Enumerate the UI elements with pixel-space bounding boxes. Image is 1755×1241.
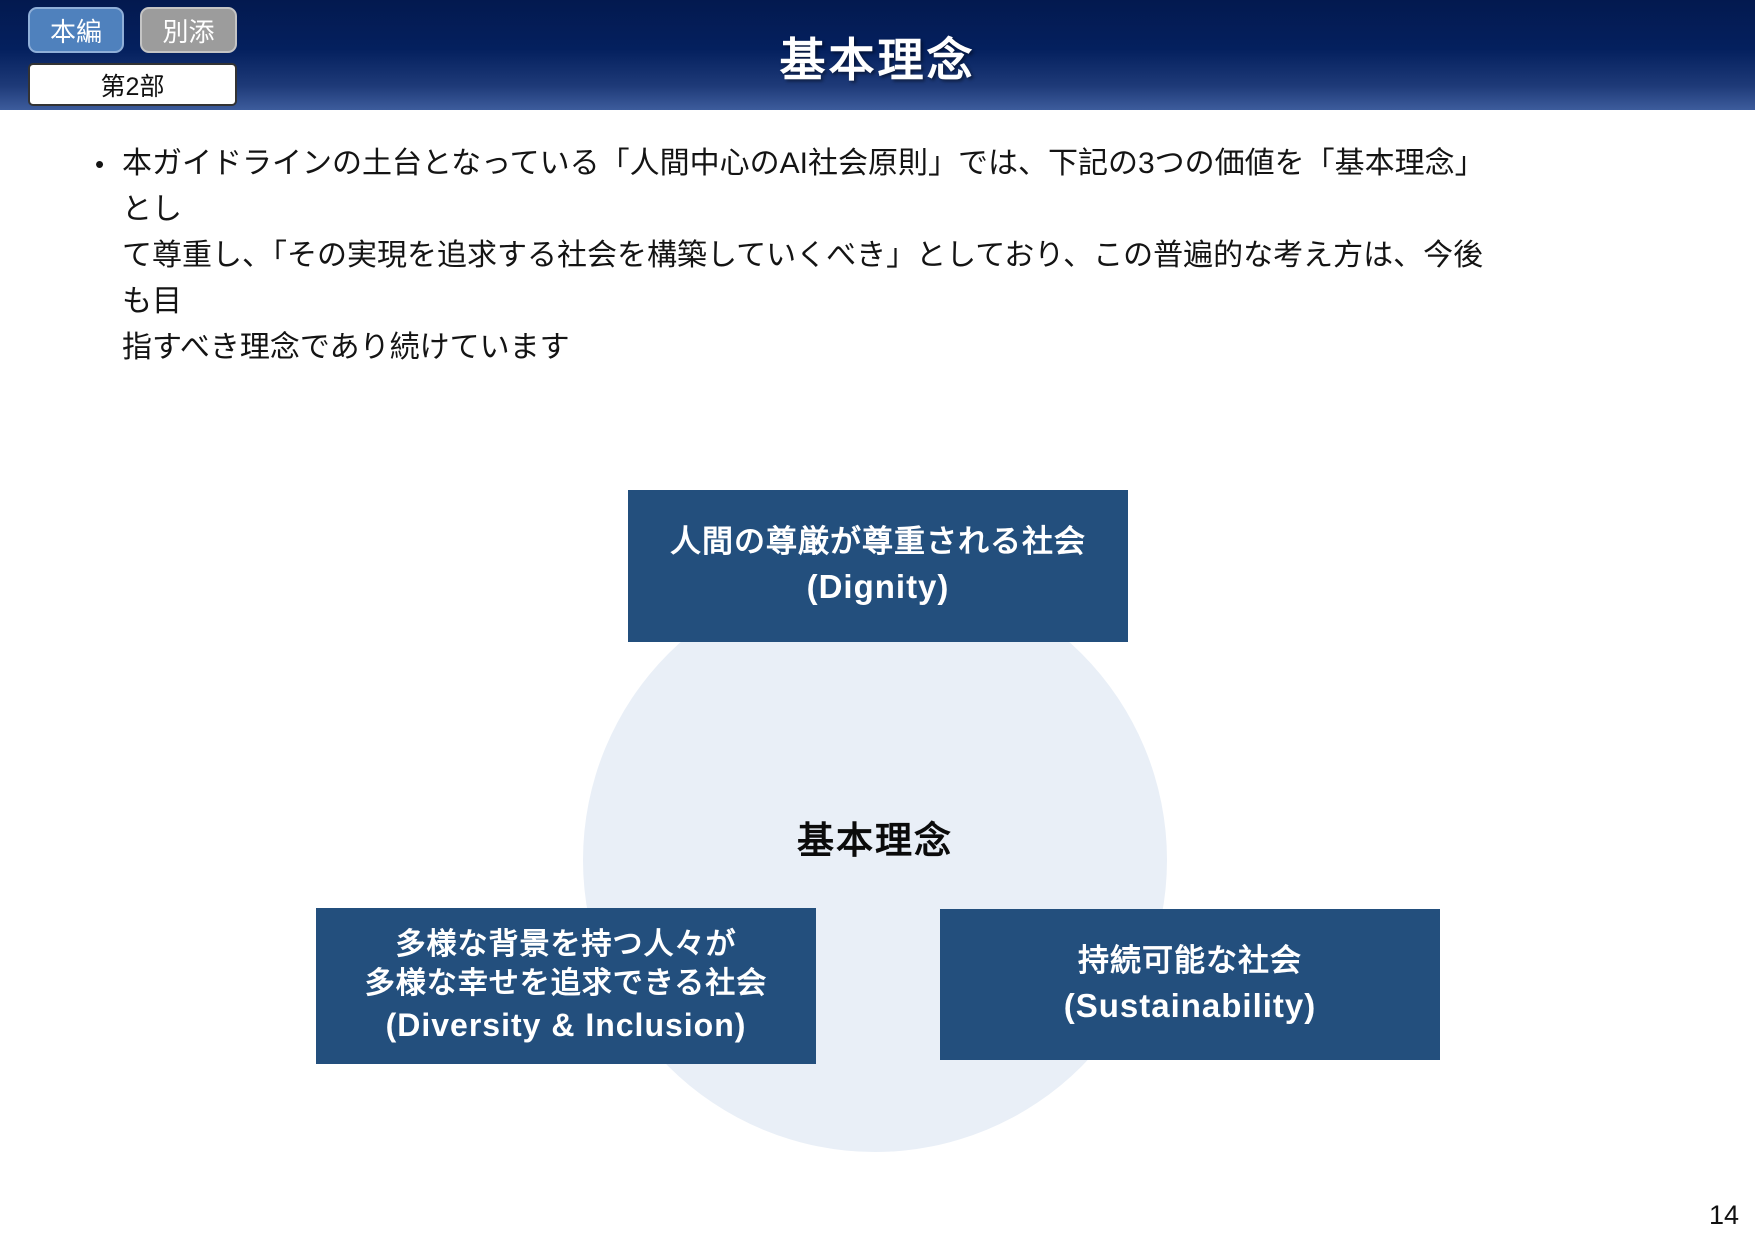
diversity-inclusion-box: 多様な背景を持つ人々が 多様な幸せを追求できる社会 (Diversity & I… bbox=[316, 908, 816, 1064]
sustainability-box: 持続可能な社会 (Sustainability) bbox=[940, 909, 1440, 1060]
bullet-marker: • bbox=[95, 149, 105, 179]
diversity-box-jp-line1: 多様な背景を持つ人々が bbox=[395, 928, 737, 961]
sustainability-box-jp: 持続可能な社会 bbox=[1078, 942, 1302, 978]
dignity-box: 人間の尊厳が尊重される社会 (Dignity) bbox=[628, 490, 1128, 642]
section-label: 第2部 bbox=[100, 72, 165, 101]
tab-annex[interactable]: 別添 bbox=[140, 7, 237, 53]
section-indicator: 第2部 bbox=[28, 63, 237, 106]
intro-paragraph-lines: 本ガイドラインの土台となっている「人間中心のAI社会原則」では、下記の3つの価値… bbox=[122, 141, 1495, 371]
page-number: 14 bbox=[1708, 1200, 1739, 1230]
page-title: 基本理念 bbox=[779, 34, 976, 86]
diversity-box-en: (Diversity & Inclusion) bbox=[385, 1007, 747, 1043]
tab-annex-label: 別添 bbox=[162, 16, 215, 47]
intro-paragraph: • 本ガイドラインの土台となっている「人間中心のAI社会原則」では、下記の3つの… bbox=[95, 141, 1495, 371]
tab-main-label: 本編 bbox=[49, 16, 102, 47]
tab-main-volume[interactable]: 本編 bbox=[28, 7, 124, 53]
dignity-box-en: (Dignity) bbox=[806, 568, 950, 605]
intro-line-3: 指すべき理念であり続けています bbox=[122, 331, 570, 364]
sustainability-box-en: (Sustainability) bbox=[1063, 986, 1317, 1024]
intro-line-1: 本ガイドラインの土台となっている「人間中心のAI社会原則」では、下記の3つの価値… bbox=[122, 147, 1485, 226]
circle-center-label: 基本理念 bbox=[797, 820, 953, 861]
intro-line-2: て尊重し、「その実現を追求する社会を構築していくべき」としており、この普遍的な考… bbox=[122, 239, 1484, 318]
header-bar: 本編 別添 第2部 基本理念 bbox=[0, 0, 1755, 110]
diversity-box-jp-line2: 多様な幸せを追求できる社会 bbox=[364, 967, 768, 1000]
dignity-box-jp: 人間の尊厳が尊重される社会 bbox=[670, 524, 1086, 559]
